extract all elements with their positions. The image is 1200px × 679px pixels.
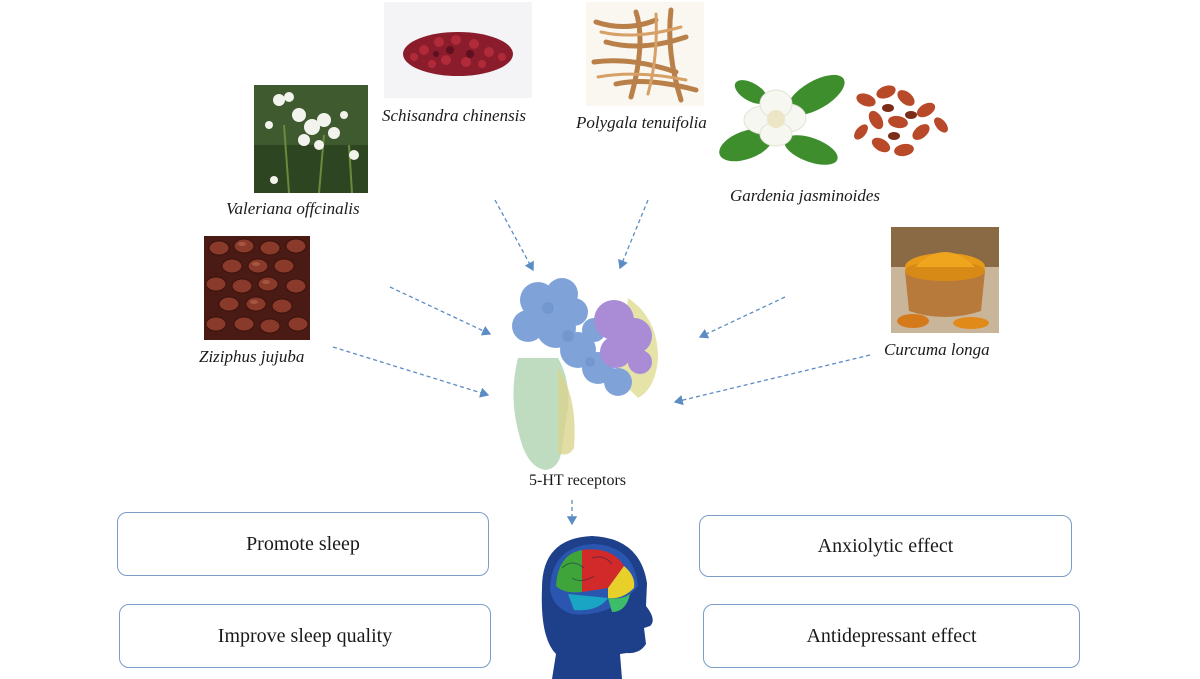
- human-head-brain-image: [512, 528, 662, 679]
- arrow-polygala: [618, 199, 649, 270]
- effect-improve-sleep-quality: Improve sleep quality: [119, 604, 491, 668]
- effect-promote-sleep: Promote sleep: [117, 512, 489, 576]
- arrow-gardenia: [698, 296, 786, 339]
- arrow-valeriana: [389, 286, 492, 336]
- label-5ht-receptors: 5-HT receptors: [529, 472, 626, 489]
- jujube-seeds-photo: [204, 236, 310, 340]
- protein-structure-image: [498, 278, 666, 474]
- effect-anxiolytic: Anxiolytic effect: [699, 515, 1072, 577]
- label-gardenia: Gardenia jasminoides: [730, 186, 881, 205]
- dried-roots-photo: [586, 2, 704, 106]
- arrow-schisandra: [494, 199, 534, 272]
- label-curcuma: Curcuma longa: [884, 340, 990, 359]
- arrow-curcuma: [673, 354, 871, 406]
- white-flowers-photo: [254, 85, 368, 193]
- gardenia-flower-and-fruit-photo: [716, 70, 966, 174]
- label-valeriana: Valeriana offcinalis: [226, 199, 360, 218]
- effect-antidepressant: Antidepressant effect: [703, 604, 1080, 668]
- label-ziziphus: Ziziphus jujuba: [199, 347, 305, 366]
- label-polygala: Polygala tenuifolia: [576, 113, 707, 132]
- red-berries-photo: [384, 2, 532, 98]
- arrow-ziziphus: [332, 346, 490, 398]
- turmeric-powder-photo: [891, 227, 999, 333]
- label-schisandra: Schisandra chinensis: [382, 106, 527, 125]
